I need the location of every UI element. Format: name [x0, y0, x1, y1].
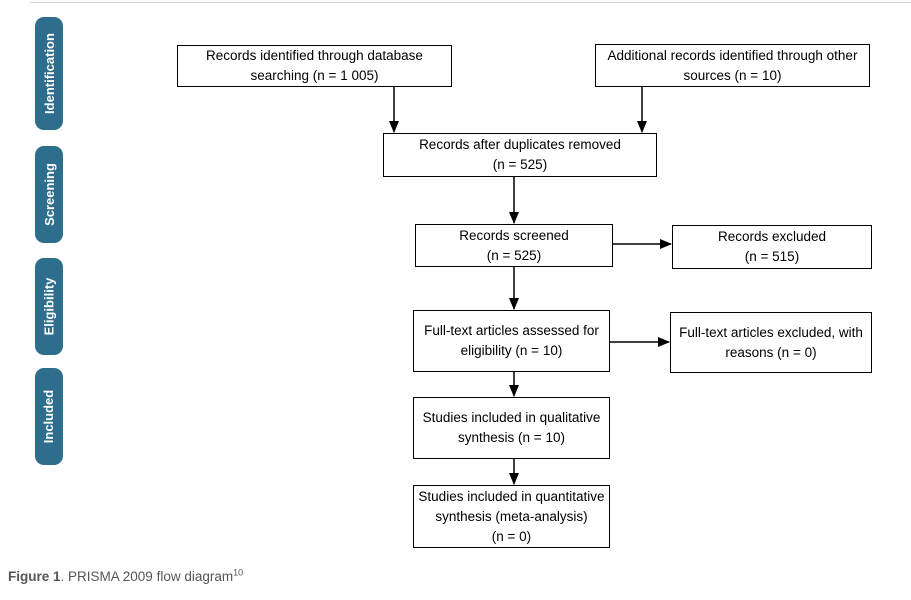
stage-pill-included: Included [35, 368, 63, 465]
figure-caption-text: . PRISMA 2009 flow diagram [60, 569, 234, 584]
figure-caption: Figure 1. PRISMA 2009 flow diagram10 [8, 567, 244, 584]
stage-pill-screening: Screening [35, 146, 63, 243]
stage-pill-identification: Identification [35, 17, 63, 130]
box-quantitative-synthesis: Studies included in quantitative synthes… [413, 485, 610, 548]
box-additional-records: Additional records identified through ot… [595, 44, 870, 87]
figure-caption-number: Figure 1 [8, 569, 61, 584]
box-fulltext-excluded: Full-text articles excluded, with reason… [670, 312, 872, 373]
box-quantitative-synthesis-label: Studies included in quantitative synthes… [418, 488, 605, 544]
box-records-screened-label: Records screened (n = 525) [459, 227, 569, 263]
figure-caption-reference: 10 [233, 567, 244, 578]
box-additional-records-label: Additional records identified through ot… [607, 47, 858, 83]
box-qualitative-synthesis: Studies included in qualitative synthesi… [413, 397, 610, 459]
box-records-identified-label: Records identified through database sear… [206, 48, 423, 83]
box-records-screened: Records screened (n = 525) [415, 224, 613, 267]
box-fulltext-assessed-label: Full-text articles assessed for eligibil… [424, 323, 599, 358]
box-fulltext-excluded-label: Full-text articles excluded, with reason… [679, 324, 863, 360]
box-duplicates-removed: Records after duplicates removed (n = 52… [383, 133, 657, 177]
stage-label-included: Included [41, 389, 57, 444]
box-records-excluded-label: Records excluded (n = 515) [717, 229, 827, 264]
box-records-identified: Records identified through database sear… [177, 45, 452, 87]
stage-pill-eligibility: Eligibility [35, 258, 63, 355]
stage-label-screening: Screening [41, 163, 57, 226]
box-records-excluded: Records excluded (n = 515) [672, 225, 872, 269]
box-duplicates-removed-label: Records after duplicates removed (n = 52… [419, 137, 621, 172]
stage-label-identification: Identification [41, 33, 57, 114]
stage-label-eligibility: Eligibility [41, 277, 57, 336]
top-divider-line [30, 2, 911, 3]
box-fulltext-assessed: Full-text articles assessed for eligibil… [413, 310, 610, 372]
box-qualitative-synthesis-label: Studies included in qualitative synthesi… [422, 410, 601, 445]
